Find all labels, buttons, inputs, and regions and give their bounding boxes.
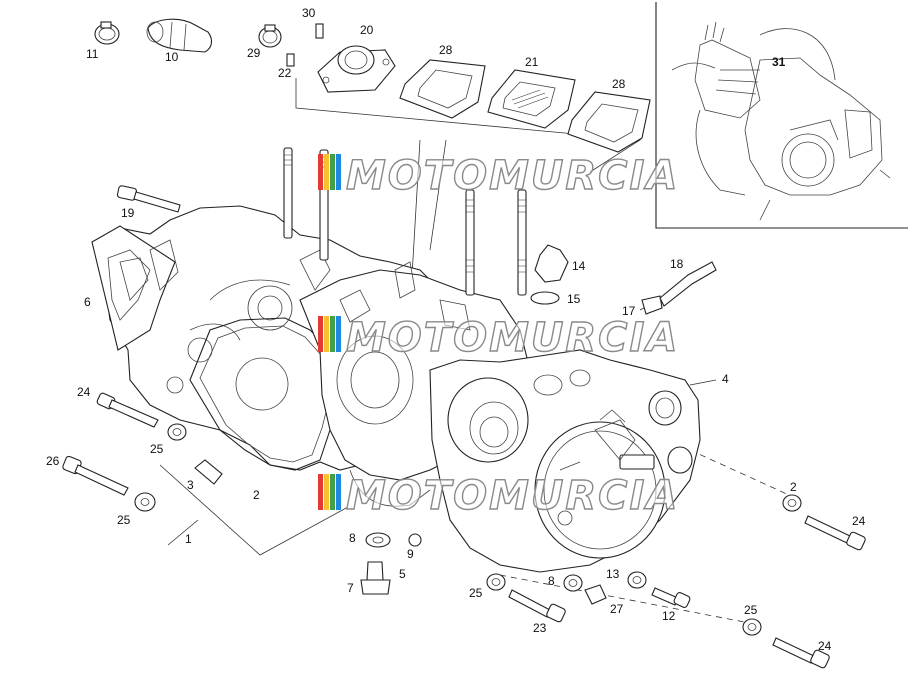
label-3: 3: [187, 478, 194, 492]
label-24-c: 24: [818, 639, 832, 653]
watermark-text-bottom: MOTOMURCIA: [346, 473, 679, 519]
label-23: 23: [533, 621, 547, 635]
label-22: 22: [278, 66, 292, 80]
label-25-b: 25: [117, 513, 131, 527]
label-8-a: 8: [349, 531, 356, 545]
label-28-a: 28: [439, 43, 453, 57]
clutch-cover: [429, 349, 701, 573]
label-2-b: 2: [790, 480, 797, 494]
label-17: 17: [622, 304, 636, 318]
label-11: 11: [86, 47, 99, 61]
label-14: 14: [572, 259, 586, 273]
inset-engine-view: [655, 2, 908, 229]
label-25-d: 25: [744, 603, 758, 617]
label-19: 19: [121, 206, 135, 220]
label-26: 26: [46, 454, 60, 468]
label-12: 12: [662, 609, 676, 623]
label-6: 6: [84, 295, 91, 309]
part-labels: 11 10 29 30 20 22 28 21 28 31 19 6 14 15…: [46, 6, 866, 653]
watermark-text-top: MOTOMURCIA: [346, 153, 679, 199]
label-29: 29: [247, 46, 261, 60]
cylinder-studs: [283, 147, 527, 296]
label-1: 1: [185, 532, 192, 546]
label-10: 10: [165, 50, 179, 64]
label-27: 27: [610, 602, 624, 616]
label-24-b: 24: [852, 514, 866, 528]
label-4: 4: [722, 372, 729, 386]
label-9: 9: [407, 547, 414, 561]
label-31: 31: [772, 55, 786, 69]
watermark-bottom: MOTOMURCIA: [318, 472, 679, 520]
label-20: 20: [360, 23, 374, 37]
label-15: 15: [567, 292, 581, 306]
label-2-a: 2: [253, 488, 260, 502]
label-28-b: 28: [612, 77, 626, 91]
label-30: 30: [302, 6, 316, 20]
reed-parts-row: [94, 18, 651, 153]
fasteners: [62, 185, 866, 669]
label-13: 13: [606, 567, 620, 581]
label-18: 18: [670, 257, 684, 271]
leader-lines: [159, 78, 801, 626]
label-7: 7: [347, 581, 354, 595]
label-25-a: 25: [150, 442, 164, 456]
watermark-text-middle: MOTOMURCIA: [346, 315, 679, 361]
label-25-c: 25: [469, 586, 483, 600]
label-8-b: 8: [548, 574, 555, 588]
label-21: 21: [525, 55, 539, 69]
label-24-a: 24: [77, 385, 91, 399]
watermark-middle: MOTOMURCIA: [318, 314, 679, 362]
watermark-top: MOTOMURCIA: [318, 152, 679, 200]
label-5: 5: [399, 567, 406, 581]
